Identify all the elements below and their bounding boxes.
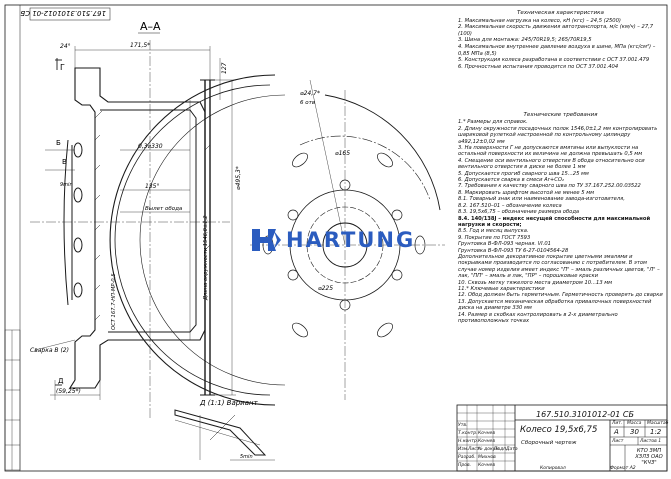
signer-3: Кочнев <box>478 431 495 436</box>
tr-item: Грунтовка В-ФЛ-093 ТУ 6-27-0104564-28 <box>458 247 569 254</box>
dim-495: ⌀495,3* <box>235 166 242 190</box>
letter-v: В <box>62 158 67 166</box>
tr-item: 7. Требования к качеству сварного шва по… <box>458 183 641 190</box>
tc-item: 5. Конструкция колеса разработана в соот… <box>458 57 650 64</box>
dim-9min: 9min <box>60 182 73 188</box>
tr-item: 11.* Ключевые характеристики <box>458 285 545 292</box>
lit-header: Лит. <box>612 421 623 426</box>
tr-item: 3. На поверхности Г не допускаются вмяти… <box>458 145 643 158</box>
copied-label: Копировал <box>540 466 566 471</box>
role-utv: Утв. <box>458 423 468 428</box>
signer-4: Кочнев <box>478 439 495 444</box>
tr-item: 8.4. 140/138J – индекс несущей способнос… <box>458 215 651 228</box>
role-razrab: Разраб. <box>458 455 476 460</box>
signer-2: Кочнев <box>478 463 495 468</box>
view-label: Д (1:1) Вариант <box>199 399 259 407</box>
title-subtitle: Сборочный чертеж <box>521 440 577 446</box>
tr-item: 8.2. 167.510–01 – обозначение колеса <box>458 202 562 209</box>
org-name: КТО ЗМП ХЗЛЗ ОАО "КЧЗ" <box>635 448 663 466</box>
outer-frame <box>4 4 668 472</box>
lit-value: А <box>614 428 619 436</box>
binding-strip <box>4 329 21 471</box>
role-date: Дата <box>506 447 518 452</box>
tr-item: Грунтовка В-ФЛ-093 черная. VI.01 <box>458 241 551 248</box>
role-izm: Изм. <box>458 447 469 452</box>
dim-circumference: Длина окружности 1546,0±1,2 <box>203 215 209 301</box>
role-doc: № докум. <box>478 447 501 452</box>
dim-127: 127 <box>221 62 228 74</box>
tc-item: 4. Максимальное внутреннее давление возд… <box>458 43 656 57</box>
dim-225: ⌀225 <box>318 285 333 292</box>
tr-item: 5. Допускается прогиб сварного шва 15...… <box>458 170 589 177</box>
tr-item: 8.5. Год и месяц выпуска. <box>458 228 529 235</box>
wheel-front-view <box>109 74 445 406</box>
rotated-code-box: 167.510.3101012-01 СБ <box>20 7 111 21</box>
title-code: 167.510.3101012-01 СБ <box>536 410 634 419</box>
tc-item: 3. Шина для монтажа: 245/70R19,5; 265/70… <box>458 37 592 44</box>
role-nkontr: Н.контр. <box>458 439 479 444</box>
hartung-logo-text: HARTUNG <box>286 228 416 252</box>
letter-d: Д <box>58 377 64 385</box>
dim-59: (59,25*) <box>56 388 81 395</box>
detail-view <box>174 409 275 461</box>
letter-b: Б <box>56 139 61 147</box>
dim-6-holes: 6 отв <box>300 100 315 106</box>
rim-section <box>30 40 230 420</box>
tr-item: 4. Смещение оси вентильного отверстия В … <box>458 157 645 171</box>
tr-item: Дополнительное декоративное покрытие цве… <box>458 253 660 280</box>
sheet-label: Лист <box>612 439 624 444</box>
rotated-doc-code: 167.510.3101012-01 СБ <box>20 9 106 17</box>
dim-offset-label: Вылет обода <box>145 206 183 212</box>
tr-item: 2. Длину окружности посадочных полок 154… <box>458 125 658 145</box>
role-sign: Подп. <box>494 447 508 452</box>
dim-angle-24: 24° <box>60 43 71 50</box>
tr-item: 6. Допускается сварка в смеси Ar+CO₂ <box>458 177 564 184</box>
role-list: Лист <box>468 447 480 452</box>
weld-label: Сварка В (2) <box>30 347 69 354</box>
tc-item: 6. Прочностные испытания проводятся по О… <box>458 63 619 70</box>
dimension-lines <box>34 46 236 400</box>
role-prov: Пров. <box>458 463 472 468</box>
tech-requirements-heading: Технические требования <box>523 112 598 118</box>
tr-item: 14. Размер в скобках контролировать в 2-… <box>458 311 618 324</box>
tr-item: 13. Допускается механическая обработка п… <box>458 298 652 312</box>
tech-characteristics: Техническая характеристика 1. Максимальн… <box>458 10 663 70</box>
dim-135: 135° <box>145 183 159 190</box>
mass-header: Масса <box>627 421 642 426</box>
title-block <box>456 404 668 472</box>
tech-requirements: Технические требования 1.* Размеры для с… <box>458 112 663 324</box>
section-label: А–А <box>140 20 161 33</box>
tr-item: 10. Сквозь метку тяжелого места диаметро… <box>458 279 613 286</box>
tr-item: 8. Маркировать шрифтом высотой не менее … <box>458 189 595 196</box>
title-name: Колесо 19,5х6,75 <box>520 425 598 435</box>
role-tkontr: Т.контр. <box>458 431 478 436</box>
mass-value: 30 <box>630 428 639 436</box>
scale-header: Масштаб <box>647 421 669 426</box>
sheets-label: Листов 1 <box>640 439 662 444</box>
signer-1: Михнов <box>478 455 496 460</box>
hartung-logo-icon <box>250 227 282 253</box>
tr-item: 1.* Размеры для справок. <box>458 119 528 126</box>
tr-item: 12. Обод должен быть герметичным. Гермет… <box>458 292 663 299</box>
tr-item: 8.3. 19,5х6,75 – обозначение размера обо… <box>458 209 580 216</box>
tech-characteristics-heading: Техническая характеристика <box>517 10 604 16</box>
scale-value: 1:2 <box>650 428 662 436</box>
dim-ost: ОСТ 167.7-НП-МР-0,5 <box>111 273 117 330</box>
tr-item: 9. Покрытие по ГОСТ 7593 <box>458 234 531 241</box>
tr-item: 8.1. Товарный знак или наименование заво… <box>458 196 625 203</box>
tc-item: 1. Максимальная нагрузка на колесо, кН (… <box>458 17 621 24</box>
letter-g: Г <box>60 63 65 72</box>
tc-item: 2. Максимальная скорость движения автотр… <box>458 24 654 37</box>
format-label: Формат А2 <box>610 466 636 471</box>
dim-5min: 5min <box>240 454 253 460</box>
dim-171: 171,5* <box>130 42 150 49</box>
dim-runout: 0,3⌀330 <box>138 143 163 150</box>
dim-24-7: ⌀24,7* <box>300 90 320 97</box>
dim-165: ⌀165 <box>335 150 350 157</box>
hartung-logo: HARTUNG <box>250 225 415 255</box>
